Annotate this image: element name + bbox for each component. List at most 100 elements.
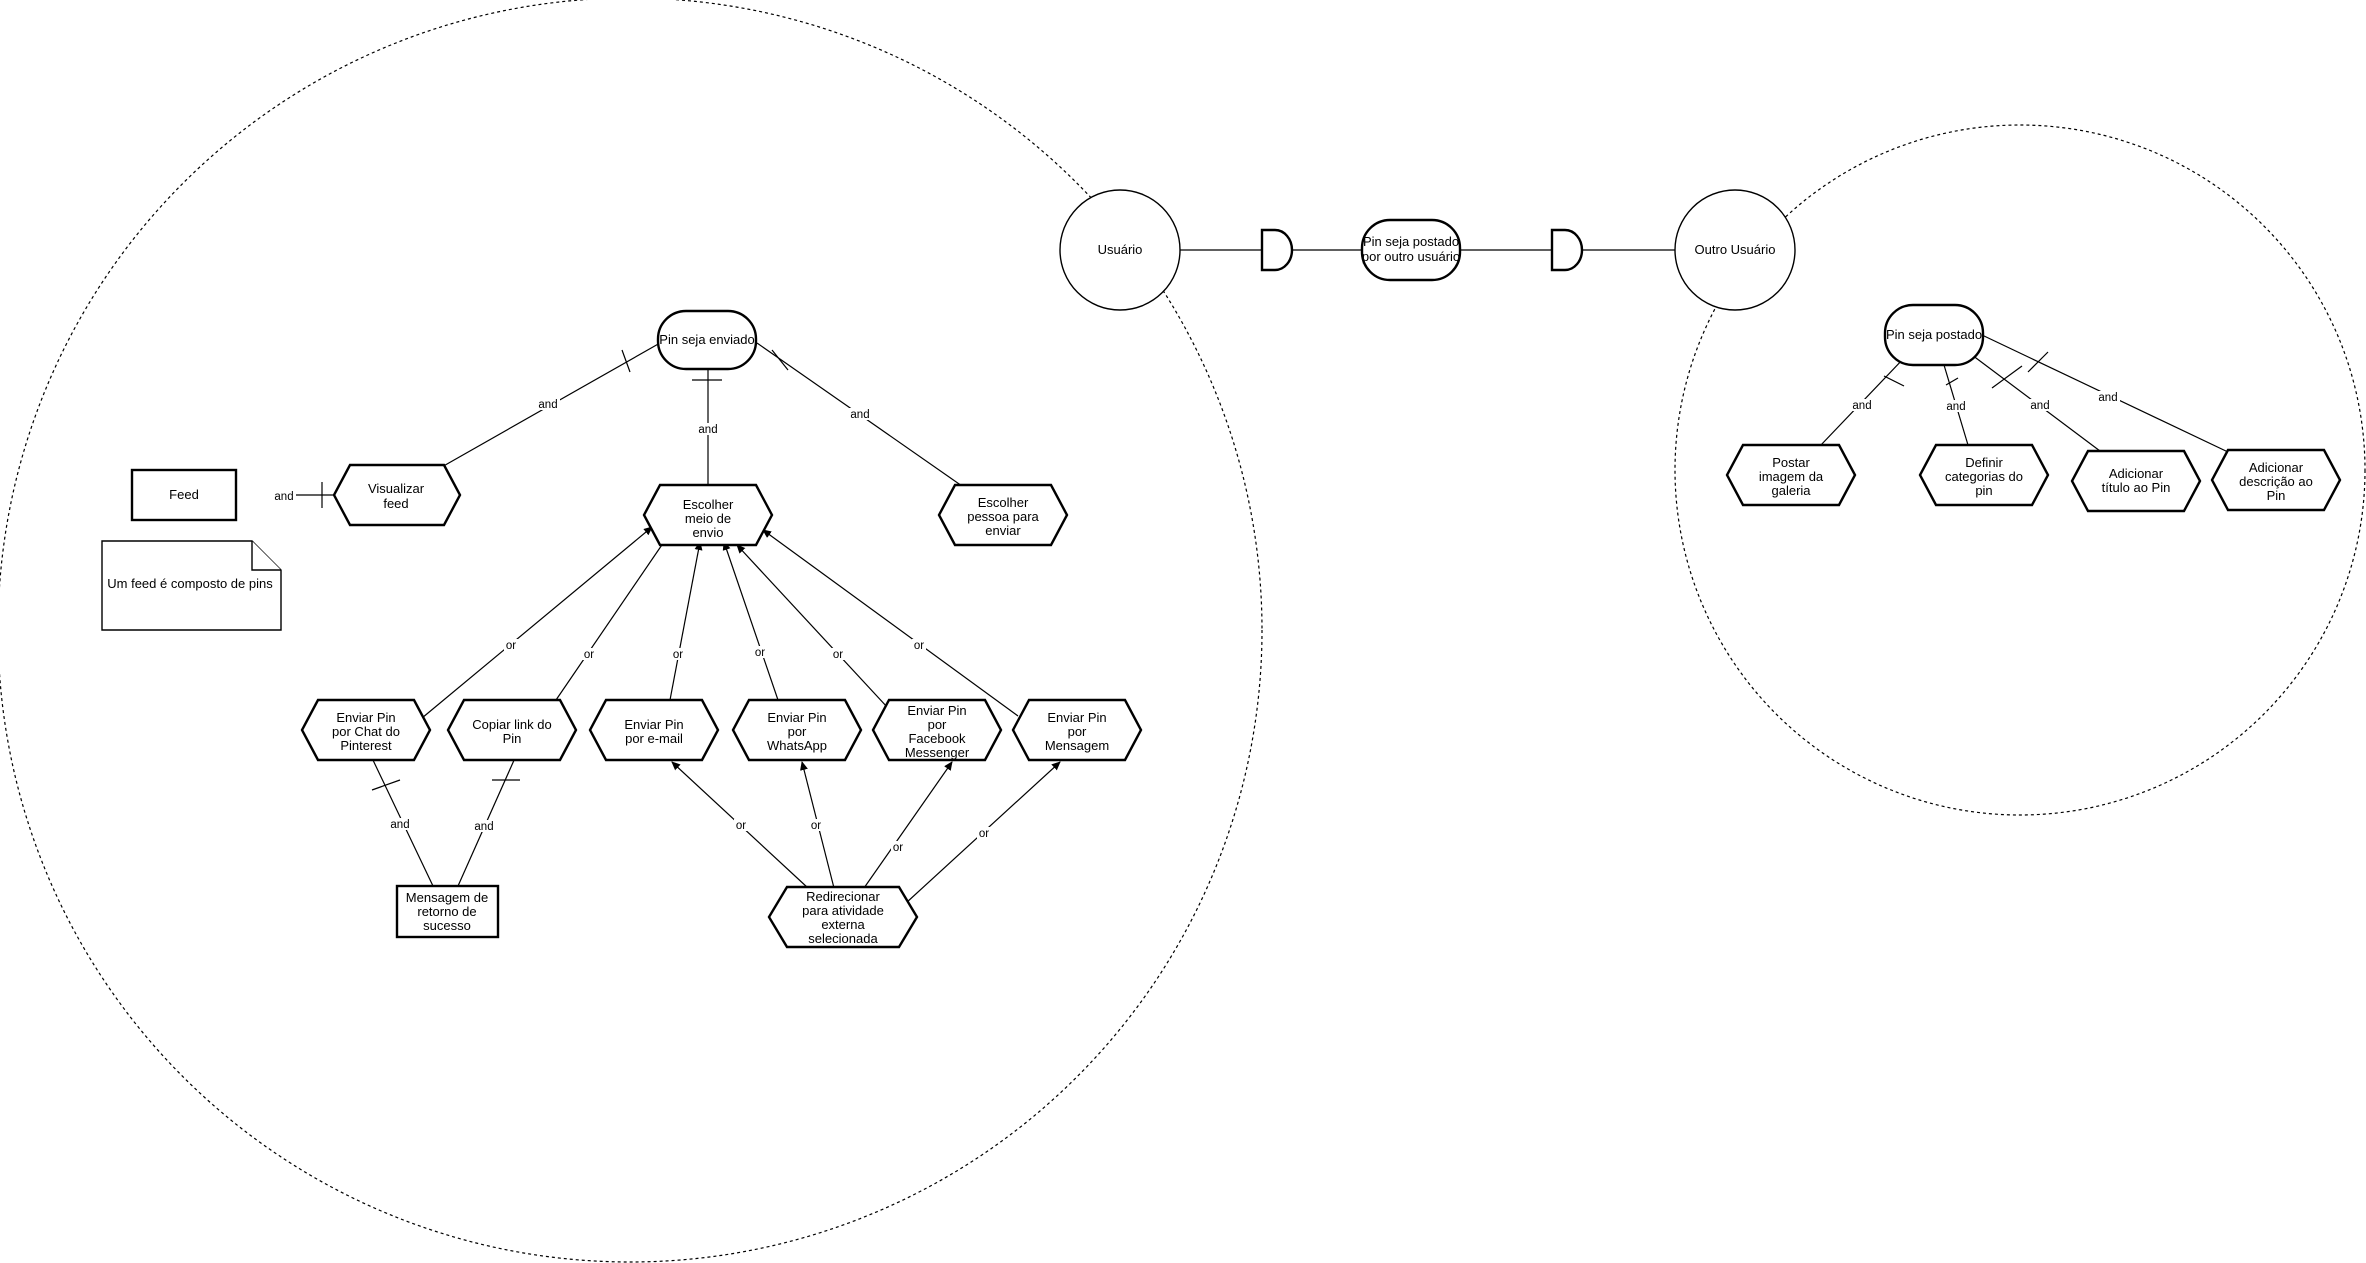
and-links-right	[1819, 334, 2229, 453]
task-escolher-pessoa[interactable]: Escolher pessoa para enviar	[937, 483, 1069, 547]
task-adicionar-titulo[interactable]: Adicionar título ao Pin	[2070, 449, 2202, 513]
actor-usuario-label: Usuário	[1098, 242, 1143, 257]
task-copiar-link[interactable]: Copiar link do Pin	[446, 698, 578, 762]
note-feed-text: Um feed é composto de pins	[107, 576, 273, 591]
task-text: Enviar Pin	[1047, 710, 1106, 725]
task-text: meio de	[685, 511, 731, 526]
task-text: Facebook	[908, 731, 966, 746]
task-text: descrição ao	[2239, 474, 2313, 489]
and-ticks-right	[1883, 351, 2049, 389]
task-text: Enviar Pin	[624, 717, 683, 732]
svg-text:or: or	[673, 649, 683, 661]
and-label: and	[1944, 400, 1968, 413]
task-text: por	[928, 717, 947, 732]
task-postar-imagem[interactable]: Postar imagem da galeria	[1725, 443, 1857, 507]
task-text: Enviar Pin	[907, 703, 966, 718]
svg-text:and: and	[698, 424, 717, 436]
task-text: feed	[383, 496, 408, 511]
svg-text:or: or	[833, 649, 843, 661]
goal-pin-postado[interactable]: Pin seja postado	[1883, 303, 1985, 367]
dependency-d-icon	[1260, 228, 1294, 272]
and-links-left	[275, 342, 963, 887]
svg-text:and: and	[390, 819, 409, 831]
or-label: or	[891, 841, 905, 854]
task-mensagem[interactable]: Enviar Pin por Mensagem	[1011, 698, 1143, 762]
actor-usuario[interactable]: Usuário	[1059, 189, 1181, 311]
task-chat-pinterest[interactable]: Enviar Pin por Chat do Pinterest	[300, 698, 432, 762]
task-text: Pin	[503, 731, 522, 746]
task-facebook-messenger[interactable]: Enviar Pin por Facebook Messenger	[871, 698, 1003, 762]
actor-outro-usuario-label: Outro Usuário	[1695, 242, 1776, 257]
and-label: and	[388, 818, 412, 831]
task-text: por e-mail	[625, 731, 683, 746]
goal-pin-enviado[interactable]: Pin seja enviado	[656, 309, 758, 371]
task-text: Adicionar	[2109, 466, 2164, 481]
task-definir-categorias[interactable]: Definir categorias do pin	[1918, 443, 2050, 507]
or-links-left	[421, 526, 1061, 904]
task-text: por	[788, 724, 807, 739]
task-text: para atividade	[802, 903, 884, 918]
task-text: Pin	[2267, 488, 2286, 503]
svg-text:or: or	[893, 842, 903, 854]
resource-text: retorno de	[417, 904, 476, 919]
goal-pin-postado-label: Pin seja postado	[1886, 327, 1982, 342]
svg-text:and: and	[274, 491, 293, 503]
task-text: externa	[821, 917, 865, 932]
svg-text:or: or	[584, 649, 594, 661]
and-label: and	[2096, 391, 2120, 404]
goal-pin-enviado-label: Pin seja enviado	[659, 332, 754, 347]
task-whatsapp[interactable]: Enviar Pin por WhatsApp	[731, 698, 863, 762]
svg-text:or: or	[755, 647, 765, 659]
or-label: or	[504, 639, 518, 652]
and-ticks-left	[321, 349, 789, 791]
task-text: Escolher	[683, 497, 734, 512]
task-adicionar-descricao[interactable]: Adicionar descrição ao Pin	[2210, 448, 2342, 512]
task-text: Pinterest	[340, 738, 392, 753]
dependency-d-icon	[1550, 228, 1584, 272]
svg-text:and: and	[474, 821, 493, 833]
and-label: and	[472, 820, 496, 833]
task-text: imagem da	[1759, 469, 1824, 484]
task-visualizar-feed[interactable]: Visualizar feed	[332, 463, 462, 527]
task-text: pin	[1975, 483, 1992, 498]
task-email[interactable]: Enviar Pin por e-mail	[588, 698, 720, 762]
resource-mensagem-retorno[interactable]: Mensagem de retorno de sucesso	[395, 884, 500, 939]
task-text: envio	[692, 525, 723, 540]
note-feed: Um feed é composto de pins	[101, 540, 282, 631]
svg-text:or: or	[914, 640, 924, 652]
goal-pin-postado-outro[interactable]: Pin seja postado por outro usuário	[1360, 218, 1462, 282]
or-label: or	[912, 639, 926, 652]
and-label: and	[1850, 399, 1874, 412]
task-text: Messenger	[905, 745, 970, 760]
and-label: and	[536, 398, 560, 411]
resource-feed[interactable]: Feed	[130, 468, 238, 522]
svg-text:and: and	[538, 399, 557, 411]
task-redirecionar[interactable]: Redirecionar para atividade externa sele…	[767, 885, 919, 949]
svg-text:and: and	[2030, 400, 2049, 412]
or-label: or	[809, 819, 823, 832]
task-text: Definir	[1965, 455, 2003, 470]
and-label: and	[272, 490, 296, 503]
task-text: Redirecionar	[806, 889, 880, 904]
task-text: Copiar link do	[472, 717, 552, 732]
and-label: and	[2028, 399, 2052, 412]
resource-text: Mensagem de	[406, 890, 488, 905]
svg-text:and: and	[1852, 400, 1871, 412]
svg-text:or: or	[811, 820, 821, 832]
resource-text: sucesso	[423, 918, 471, 933]
edge-labels-left: and and and and and and or or or or or o…	[272, 398, 991, 854]
svg-text:or: or	[979, 828, 989, 840]
or-label: or	[977, 827, 991, 840]
task-text: por Chat do	[332, 724, 400, 739]
or-label: or	[671, 648, 685, 661]
task-text: Escolher	[978, 495, 1029, 510]
outro-usuario-boundary	[1674, 124, 2366, 816]
goal-pin-postado-outro-line2: por outro usuário	[1362, 249, 1460, 264]
task-text: pessoa para	[967, 509, 1039, 524]
svg-text:and: and	[2098, 392, 2117, 404]
edge-labels-right: and and and and	[1850, 391, 2120, 413]
task-escolher-meio-envio[interactable]: Escolher meio de envio	[642, 483, 774, 547]
task-text: WhatsApp	[767, 738, 827, 753]
actor-outro-usuario[interactable]: Outro Usuário	[1674, 189, 1796, 311]
task-text: por	[1068, 724, 1087, 739]
